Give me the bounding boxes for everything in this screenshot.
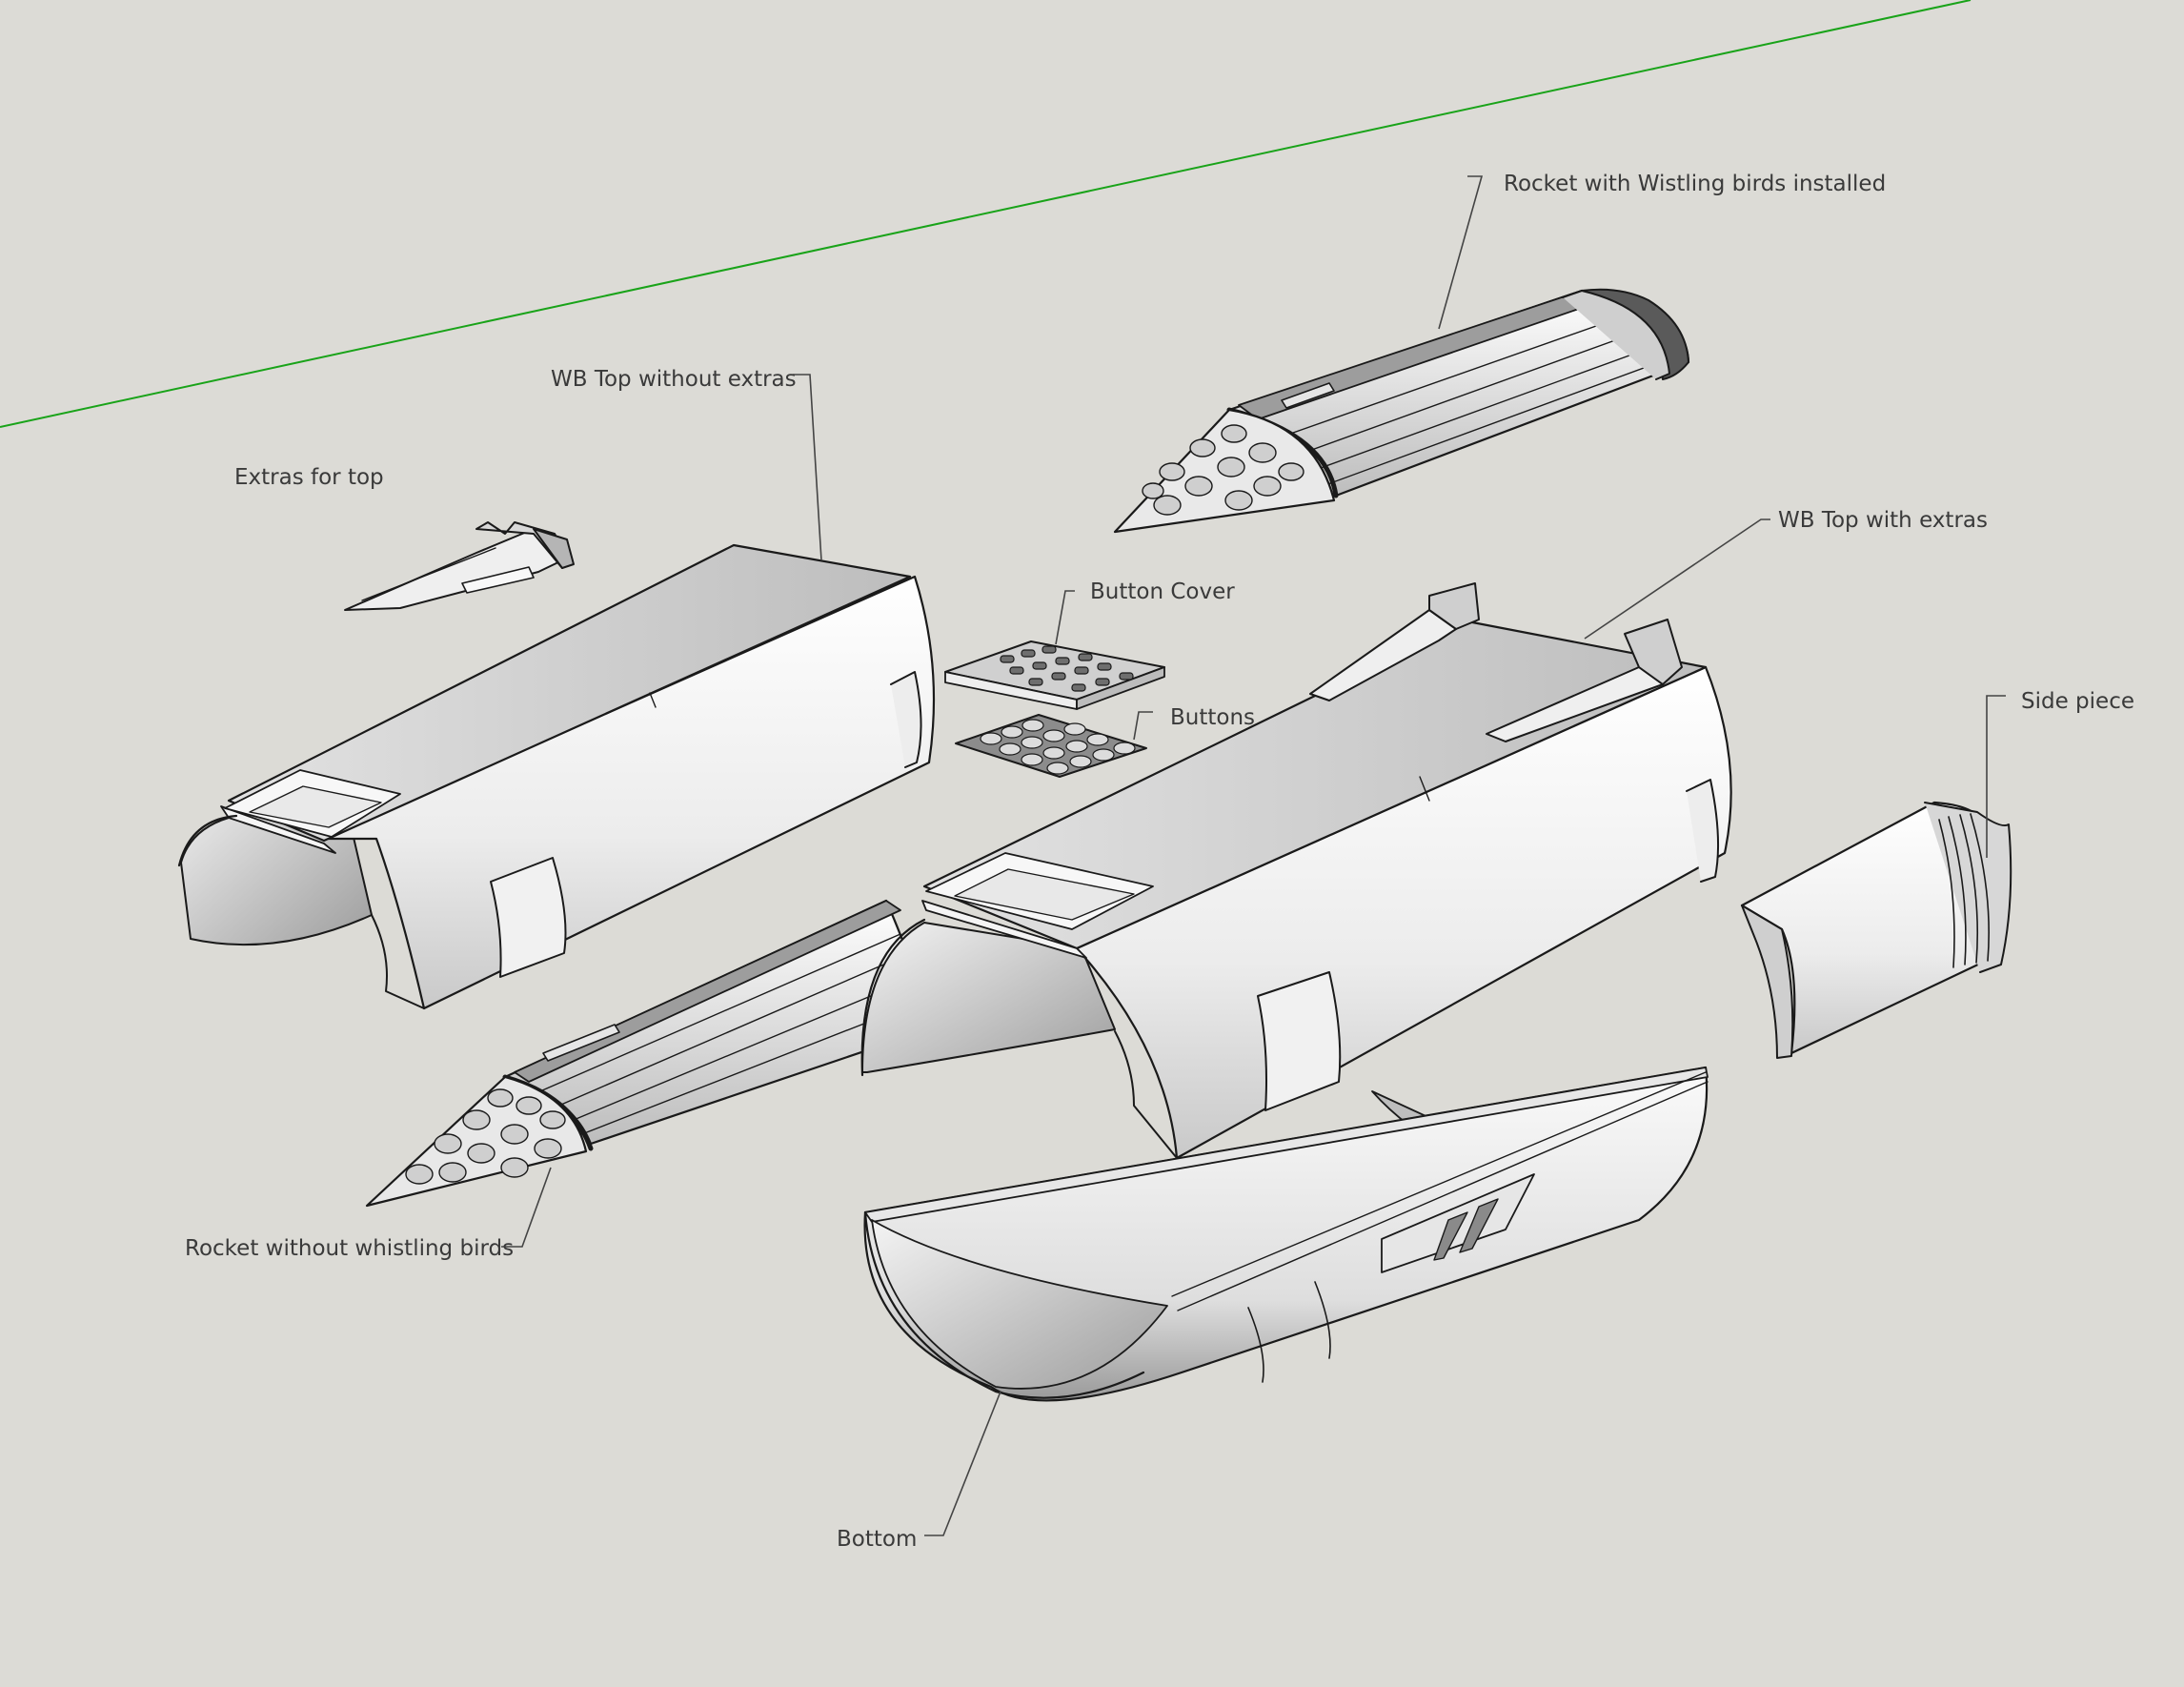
- label-wb-top-without-extras: WB Top without extras: [551, 367, 797, 392]
- button-cover-part[interactable]: [944, 640, 1165, 710]
- rocket-without-birds-part[interactable]: [365, 899, 931, 1208]
- label-rocket-without-birds: Rocket without whistling birds: [185, 1236, 514, 1261]
- label-button-cover: Button Cover: [1090, 579, 1235, 604]
- wb-top-with-extras-part[interactable]: [860, 582, 1732, 1160]
- side-piece-part[interactable]: [1740, 801, 2012, 1059]
- bottom-part[interactable]: [863, 1066, 1709, 1402]
- rocket-with-birds-part[interactable]: [1113, 288, 1690, 534]
- wb-top-without-extras-part[interactable]: [177, 543, 936, 1010]
- leader-lines: [501, 175, 2006, 1536]
- label-buttons: Buttons: [1170, 705, 1255, 730]
- label-side-piece: Side piece: [2021, 689, 2134, 714]
- label-bottom: Bottom: [837, 1527, 917, 1552]
- label-wb-top-with-extras: WB Top with extras: [1778, 508, 1988, 533]
- green-axis-line: [0, 0, 1972, 428]
- label-rocket-with-birds: Rocket with Wistling birds installed: [1504, 172, 1886, 196]
- label-extras-for-top: Extras for top: [234, 465, 384, 490]
- extras-for-top-part[interactable]: [344, 521, 575, 611]
- buttons-part[interactable]: [955, 714, 1147, 778]
